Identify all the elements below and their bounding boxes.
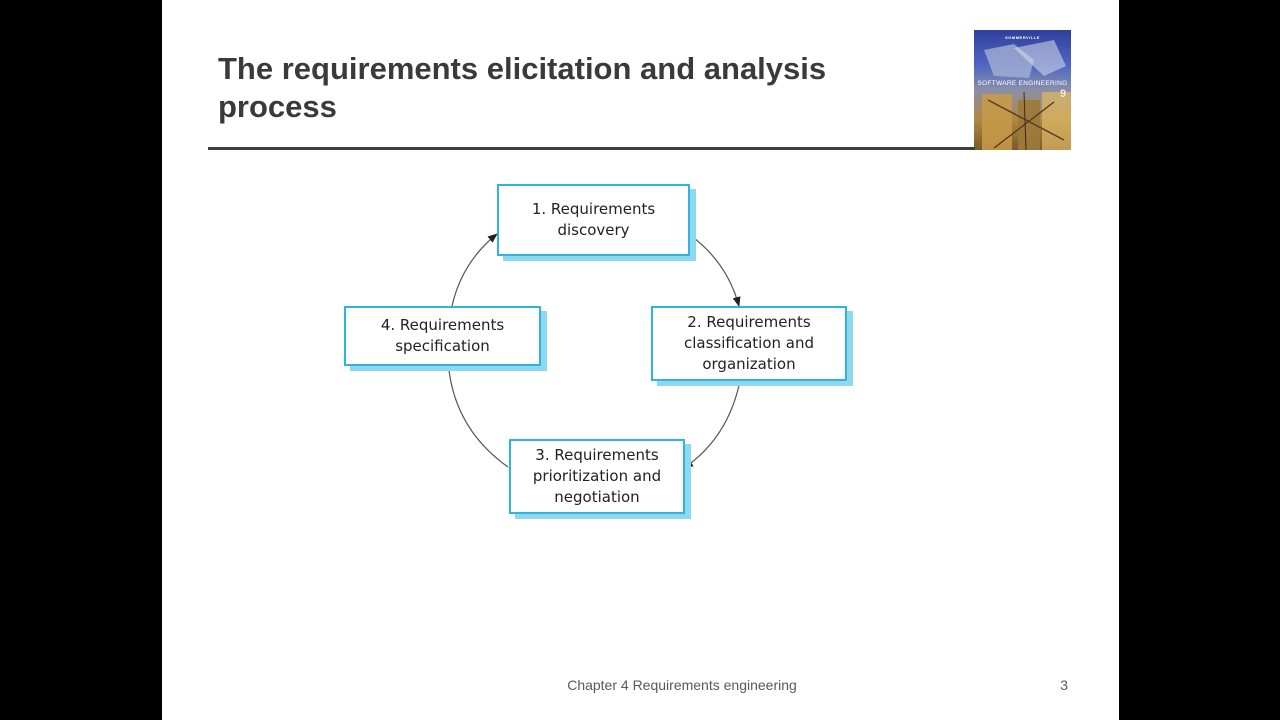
title-divider [208, 147, 975, 150]
edge-prioritization-to-specification [444, 360, 509, 468]
edge-classification-to-prioritization [683, 380, 741, 469]
edge-specification-to-discovery [451, 233, 498, 307]
cover-artwork [982, 40, 1071, 150]
node-requirements-discovery: 1. Requirements discovery [497, 184, 690, 256]
cover-title: SOFTWARE ENGINEERING [977, 80, 1068, 87]
node-requirements-classification: 2. Requirements classification and organ… [651, 306, 847, 381]
node-requirements-prioritization: 3. Requirements prioritization and negot… [509, 439, 685, 514]
book-cover-image: SOMMERVILLE SOFTWARE ENGINEERING 9 [974, 30, 1071, 150]
edge-discovery-to-classification [689, 234, 741, 307]
node-requirements-specification: 4. Requirements specification [344, 306, 541, 366]
slide-footer: Chapter 4 Requirements engineering [567, 677, 797, 693]
cycle-diagram-connectors [444, 233, 741, 469]
slide: The requirements elicitation and analysi… [162, 0, 1119, 720]
slide-title: The requirements elicitation and analysi… [218, 51, 827, 124]
cover-edition: 9 [1060, 88, 1067, 100]
cover-author: SOMMERVILLE [1005, 35, 1040, 40]
page-number: 3 [1060, 677, 1068, 693]
